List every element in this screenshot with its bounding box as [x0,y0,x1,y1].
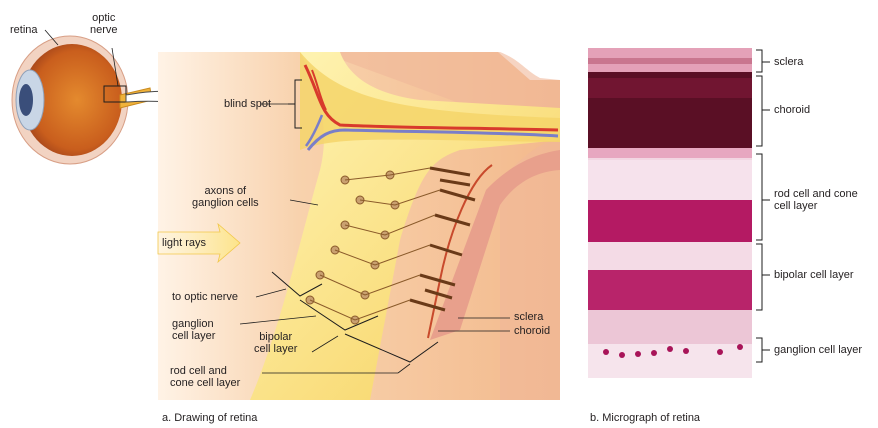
retina-drawing [158,52,560,400]
caption-drawing: a. Drawing of retina [162,412,257,424]
label-ganglion-cell-layer: ganglion cell layer [172,318,215,342]
label-sclera-drawing: sclera [514,311,543,323]
label-rod-cone-micrograph: rod cell and cone cell layer [774,188,858,212]
label-blind-spot: blind spot [224,98,271,110]
label-ganglion-micrograph: ganglion cell layer [774,344,862,356]
label-optic-nerve: optic nerve [90,12,118,36]
label-rod-and-cone-cell-layer: rod cell and cone cell layer [170,365,240,389]
label-bipolar-micrograph: bipolar cell layer [774,269,853,281]
label-choroid-drawing: choroid [514,325,550,337]
label-retina: retina [10,24,38,36]
caption-micrograph: b. Micrograph of retina [590,412,700,424]
label-axons-of-ganglion-cells: axons of ganglion cells [192,185,259,209]
label-to-optic-nerve: to optic nerve [172,291,238,303]
label-light-rays: light rays [162,237,206,249]
label-sclera-micrograph: sclera [774,56,803,68]
label-choroid-micrograph: choroid [774,104,810,116]
retina-micrograph [588,48,770,378]
label-bipolar-cell-layer: bipolar cell layer [254,331,297,355]
